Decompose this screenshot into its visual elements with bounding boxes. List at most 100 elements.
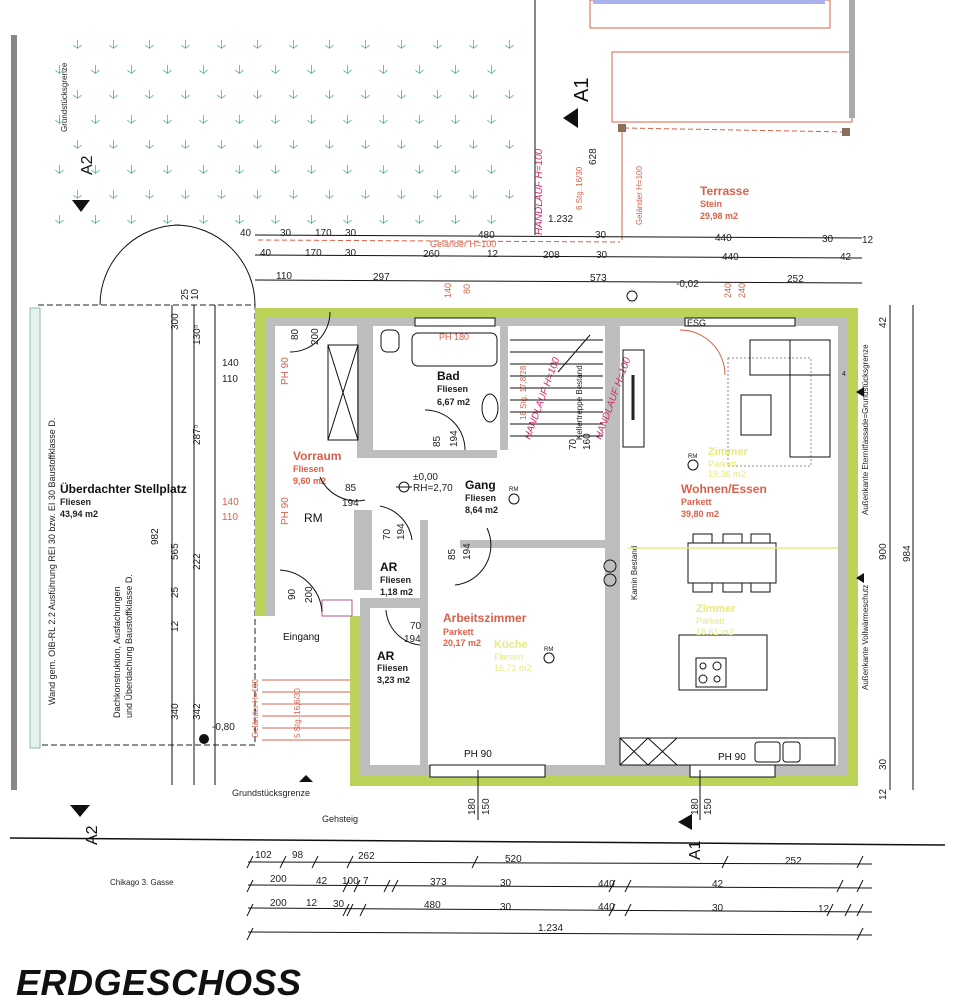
dims-left-4: 140: [222, 358, 239, 369]
dims-inner-5: 194: [342, 498, 359, 509]
dimension-tick: [856, 879, 864, 893]
dims-inner-10: 70: [410, 621, 422, 632]
grass-icon: [109, 90, 118, 99]
grass-icon: [343, 65, 352, 74]
carport: Überdachter Stellplatz Fliesen 43,94 m2 …: [29, 62, 310, 798]
gang: ±0,00 RH=2,70 Gang Fliesen 8,64 m2 RM 85…: [319, 472, 520, 586]
dims-top2-4: 12: [487, 249, 499, 260]
grass-icon: [91, 165, 100, 174]
rooms-bad-floor: Fliesen: [437, 384, 468, 394]
rooms-arbeitszimmer-name: Arbeitszimmer: [443, 611, 527, 625]
grass-icon: [145, 90, 154, 99]
grass-icon: [343, 165, 352, 174]
labels-rm: RM: [304, 511, 323, 525]
rooms-vorraum-area: 9,60 m2: [293, 476, 326, 486]
dims-bottom3-0: 200: [270, 898, 287, 909]
grass-icon: [433, 90, 442, 99]
dimension-tick: [826, 903, 834, 917]
dims-inner-15: 160: [582, 433, 593, 450]
dims-bottom2-0: 200: [270, 874, 287, 885]
dims-top2-7: 440: [722, 252, 739, 263]
dims-top1-5: 30: [595, 230, 607, 241]
grass-icon: [145, 40, 154, 49]
dims-left-5: 110: [222, 374, 238, 385]
dims-top2-2: 30: [345, 248, 357, 259]
dims-top2-3: 260: [423, 249, 440, 260]
dims-top_misc-3: 80: [462, 284, 472, 294]
grass-icon: [163, 115, 172, 124]
right-dimensions: Außenkante Eternitfassade=Grundstücksgre…: [842, 305, 914, 800]
dimension-tick: [608, 879, 616, 893]
terrace: Terrasse Stein 29,98 m2 Geländer H=100 6…: [534, 0, 855, 240]
grass-icon: [415, 65, 424, 74]
labels-eingang: Eingang: [283, 632, 320, 643]
dims-right-4: 12: [878, 788, 889, 800]
dims-right-2: 984: [902, 545, 913, 562]
dims-bottom2-1: 42: [316, 876, 328, 887]
dims-top2-6: 30: [596, 250, 608, 261]
rooms-arbeitszimmer-floor: Parkett: [443, 627, 474, 637]
labels-strasse: Chikago 3. Gasse: [110, 878, 174, 887]
dims-left-3: 130⁵: [192, 324, 203, 345]
grass-icon: [73, 140, 82, 149]
dims-top_misc-1: 628: [588, 148, 599, 165]
labels-rh: RH=2,70: [413, 483, 453, 494]
rooms-zimmer1-name: Zimmer: [708, 446, 748, 458]
labels-rm: RM: [544, 647, 553, 653]
dims-top2-5: 208: [543, 250, 560, 261]
dims-bottom3-7: 12: [818, 904, 830, 915]
labels-stair: 18 Stg. 17,8/28: [519, 365, 528, 420]
dimension-tick: [844, 903, 852, 917]
dims-bottom2-3: 7: [363, 876, 369, 887]
grass-icon: [415, 165, 424, 174]
labels-section_a2: A2: [79, 155, 96, 175]
dims-top_misc-2: 140: [443, 283, 453, 298]
rooms-ar1-name: AR: [380, 560, 398, 574]
grass-icon: [505, 190, 514, 199]
dims-inner-13: 200: [304, 586, 315, 603]
dims-top1-8: 12: [862, 235, 874, 246]
labels-kamin: Kamin Bestand: [630, 546, 639, 600]
grass-icon: [253, 40, 262, 49]
grass-icon: [343, 115, 352, 124]
labels-elev2: -0,80: [212, 722, 235, 733]
grass-icon: [451, 215, 460, 224]
grass-icon: [325, 190, 334, 199]
rooms-zimmer2-name: Zimmer: [696, 603, 736, 615]
rooms-kueche-name: Küche: [494, 639, 528, 651]
labels-section_a1: A1: [687, 840, 704, 860]
rooms-ar2-area: 3,23 m2: [377, 675, 410, 685]
grass-icon: [217, 90, 226, 99]
grass-icon: [199, 215, 208, 224]
grass-icon: [271, 215, 280, 224]
dimension-tick: [856, 903, 864, 917]
dims-top3-0: 110: [276, 271, 292, 282]
grass-icon: [469, 140, 478, 149]
rooms-vorraum-name: Vorraum: [293, 449, 341, 463]
dims-top3-1: 297: [373, 272, 390, 283]
rooms-gang-area: 8,64 m2: [465, 505, 498, 515]
grass-icon: [469, 90, 478, 99]
dims-inner-11: 194: [404, 634, 421, 645]
dims-left-6: 287⁵: [192, 424, 203, 445]
top-dimensions: 40 30 170 30 480 30 440 30 12 40 170 30 …: [240, 148, 874, 302]
grass-icon: [397, 40, 406, 49]
dims-bottom2-7: 42: [712, 879, 724, 890]
dims-left-15: 342: [192, 703, 203, 720]
dimension-tick: [721, 855, 729, 869]
grass-icon: [271, 115, 280, 124]
grass-icon: [217, 190, 226, 199]
grass-icon: [307, 115, 316, 124]
grass-icon: [55, 165, 64, 174]
grass-icon: [199, 115, 208, 124]
grass-icon: [55, 65, 64, 74]
grass-icon: [451, 65, 460, 74]
dims-right-3: 30: [878, 758, 889, 770]
grass-icon: [73, 190, 82, 199]
grass-icon: [91, 215, 100, 224]
dims-inner-8: 85: [447, 548, 458, 560]
dimension-tick: [383, 879, 391, 893]
dims-inner-18: 180: [690, 798, 701, 815]
grass-icon: [433, 140, 442, 149]
